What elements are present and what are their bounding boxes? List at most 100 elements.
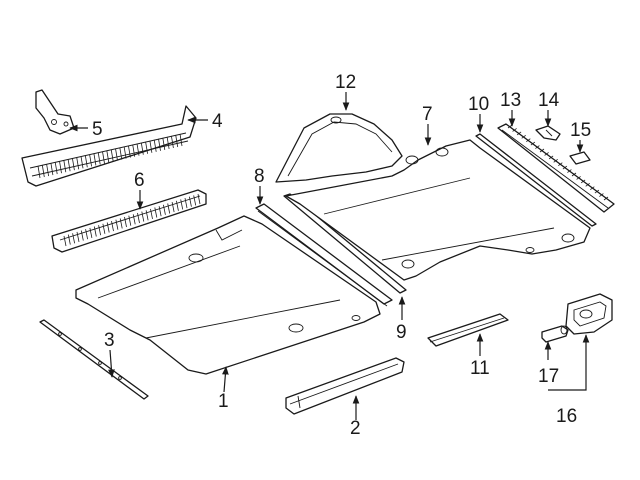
hatch-line	[184, 198, 188, 209]
front-floor-panel-part-1	[75, 215, 381, 375]
hatch-line	[167, 203, 171, 214]
clip-part-15	[569, 151, 591, 165]
trim-strip-part-13	[497, 123, 615, 213]
hatch-line	[110, 149, 114, 162]
hatch-line	[179, 133, 183, 147]
hatch-line	[153, 139, 157, 152]
hatch-line	[571, 172, 577, 177]
hatch-line	[526, 138, 531, 143]
hatch-line	[136, 143, 140, 156]
hatch-line	[67, 159, 71, 172]
hatch-line	[137, 212, 140, 224]
hatch-line	[80, 156, 84, 169]
hatch-line	[140, 142, 144, 155]
callout-15: 15	[570, 120, 591, 141]
thin-strip-part-3	[39, 319, 149, 400]
rear-floor-panel-part-7	[285, 139, 591, 281]
hatch-line	[37, 165, 41, 179]
clip-part-14	[535, 125, 561, 141]
hatch-line	[516, 131, 522, 136]
sill-strip-part-8	[255, 203, 393, 307]
hatch-line	[132, 144, 136, 157]
callout-1: 1	[218, 391, 229, 412]
hatch-line	[576, 176, 581, 180]
hatch-line	[171, 202, 175, 213]
hatch-line	[102, 223, 106, 234]
hatch-line	[84, 155, 88, 168]
wheel-arch-cover-part-12	[275, 113, 403, 183]
hatch-line	[530, 141, 536, 146]
callout-labels: 1 2 3 4 5 6 7 8 9 10 11 12 13 14 15 16 1…	[92, 72, 591, 439]
hatch-line	[119, 147, 123, 160]
hatch-line	[149, 140, 153, 153]
hatch-line	[106, 150, 110, 163]
callout-13: 13	[500, 90, 521, 111]
cover-strip-part-11	[427, 313, 509, 347]
callout-5: 5	[92, 119, 103, 140]
callout-14: 14	[538, 90, 560, 111]
hatch-line	[553, 158, 558, 163]
hatch-line	[41, 164, 45, 178]
hatch-line	[166, 136, 170, 149]
hatch-line	[63, 235, 67, 247]
hatch-line	[89, 154, 92, 167]
hatch-line	[106, 222, 110, 233]
hatch-line	[585, 182, 590, 187]
hatch-line	[76, 231, 80, 242]
callout-6: 6	[134, 170, 145, 191]
hatch-line	[603, 196, 609, 201]
hatch-line	[548, 155, 554, 160]
sill-strip-part-9	[283, 193, 407, 294]
hatch-line	[119, 218, 123, 229]
leader-lines	[69, 92, 590, 420]
hatch-line	[132, 214, 136, 225]
mounting-bracket-part-5	[35, 89, 75, 135]
hatch-line	[594, 189, 600, 194]
hatch-line	[76, 157, 80, 170]
hatch-line	[97, 152, 101, 165]
hatch-line	[189, 196, 192, 207]
hatch-line	[599, 193, 604, 197]
hatch-line	[535, 145, 540, 149]
hatch-line	[50, 163, 54, 176]
hatch-line	[163, 204, 166, 215]
hatch-line	[72, 233, 75, 244]
hatch-line	[175, 134, 179, 148]
callout-16: 16	[556, 406, 577, 427]
hatch-line	[539, 148, 545, 153]
hatch-line	[54, 162, 58, 175]
callout-17: 17	[538, 366, 559, 387]
hatch-line	[544, 152, 549, 156]
hatch-line	[93, 226, 97, 237]
callout-12: 12	[335, 72, 356, 93]
hatch-line	[193, 195, 197, 206]
hatch-line	[67, 234, 71, 245]
hatch-line	[145, 141, 148, 154]
hatch-line	[89, 227, 93, 238]
hatch-line	[59, 161, 62, 174]
callout-11: 11	[470, 358, 490, 379]
cargo-basket-part-4	[21, 105, 197, 187]
hatch-line	[128, 215, 132, 226]
hatch-line	[158, 138, 161, 151]
hatch-line	[145, 210, 149, 221]
hatch-line	[180, 199, 184, 210]
hatch-line	[98, 225, 101, 236]
hatch-line	[93, 153, 97, 166]
hatch-line	[590, 186, 595, 191]
tie-down-housing-part-16	[565, 293, 613, 335]
hatch-line	[171, 135, 174, 148]
hatch-line	[580, 179, 586, 184]
hatch-line	[63, 160, 67, 173]
hatch-line	[85, 229, 88, 240]
hatch-line	[102, 151, 105, 164]
hatch-line	[512, 128, 517, 132]
sill-beam-part-2	[285, 357, 405, 415]
hatch-line	[521, 134, 526, 139]
callout-9: 9	[396, 322, 407, 343]
callout-8: 8	[254, 166, 265, 187]
hatch-line	[115, 148, 118, 161]
callout-2: 2	[350, 418, 361, 439]
hatch-line	[111, 221, 114, 232]
